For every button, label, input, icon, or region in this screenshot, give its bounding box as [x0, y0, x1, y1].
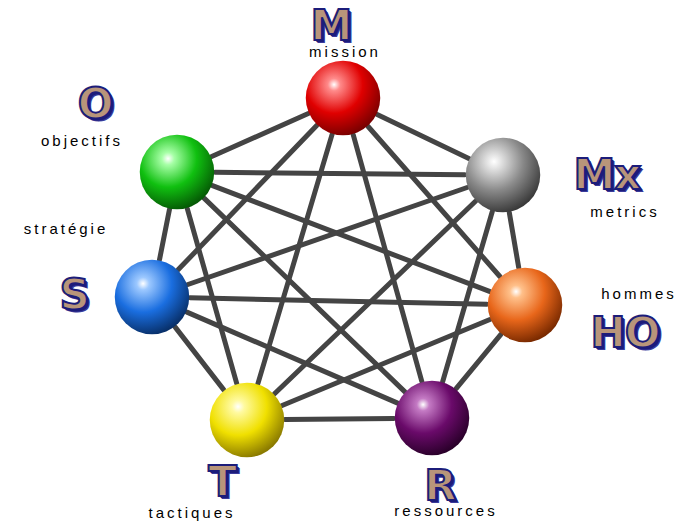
connector-line — [285, 418, 394, 419]
sphere-shape — [139, 134, 215, 210]
connector-line — [187, 312, 397, 403]
initial-letter: R — [424, 465, 455, 507]
node-caption: metrics — [590, 204, 659, 219]
connector-line — [160, 209, 170, 259]
initial-letter: O — [78, 83, 113, 125]
connector-line — [190, 298, 487, 304]
connector-line — [188, 188, 467, 285]
sphere-node: Rressources — [394, 380, 470, 456]
node-caption: objectifs — [41, 133, 123, 148]
sphere-shape — [114, 259, 190, 335]
sphere-node: Oobjectifs — [139, 134, 215, 210]
sphere-node: Mxmetrics — [465, 137, 541, 213]
sphere-shape — [305, 60, 381, 136]
sphere-node: Sstratégie — [114, 259, 190, 335]
sphere-node: Ttactiques — [209, 382, 285, 458]
connector-line — [213, 186, 490, 292]
node-caption: tactiques — [148, 505, 235, 520]
sphere-shape — [209, 382, 285, 458]
sphere-shape — [487, 267, 563, 343]
node-caption: stratégie — [24, 221, 109, 236]
node-caption: mission — [309, 44, 381, 59]
sphere-node: HOhommes — [487, 267, 563, 343]
connector-line — [456, 334, 501, 388]
initial-letter: M — [311, 5, 352, 47]
node-caption: hommes — [601, 286, 677, 301]
connector-line — [509, 213, 518, 268]
initial-letter: Mx — [574, 154, 641, 196]
sphere-node: Mmission — [305, 60, 381, 136]
connector-line — [175, 327, 224, 390]
initial-letter: HO — [591, 312, 660, 354]
sphere-shape — [465, 137, 541, 213]
node-caption: ressources — [394, 503, 497, 518]
sphere-shape — [394, 380, 470, 456]
initial-letter: S — [59, 274, 88, 316]
connector-line — [215, 172, 465, 174]
initial-letter: T — [208, 461, 236, 503]
